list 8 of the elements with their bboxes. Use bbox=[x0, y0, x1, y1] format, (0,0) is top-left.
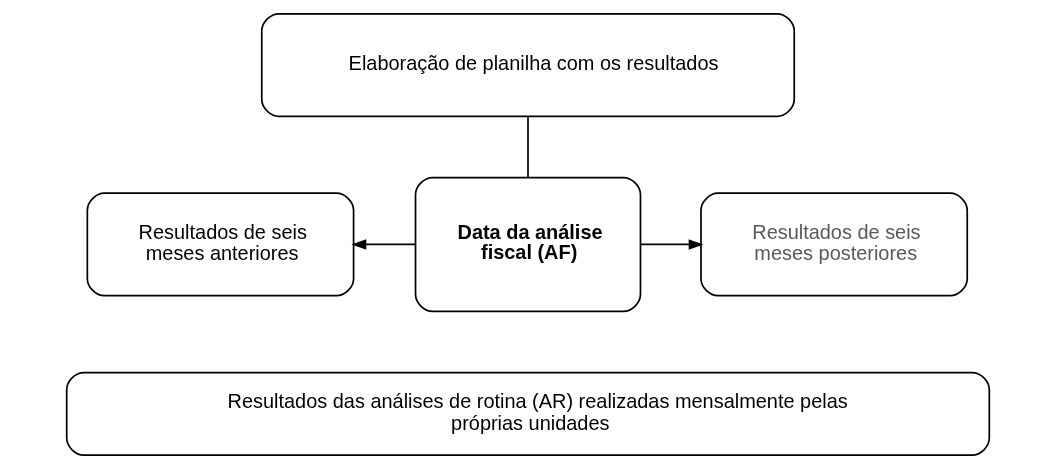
node-box: Resultados de seis meses posteriores bbox=[700, 192, 969, 297]
connector bbox=[527, 115, 529, 178]
node-box: Elaboração de planilha com os resultados bbox=[260, 12, 796, 118]
node-box: Data da análise fiscal (AF) bbox=[414, 176, 642, 313]
node-box: Resultados de seis meses anteriores bbox=[86, 192, 355, 297]
node-box: Resultados das análises de rotina (AR) realizadas mensalmente pelas próprias unidades bbox=[65, 371, 991, 457]
arrow bbox=[639, 239, 704, 250]
arrow bbox=[351, 239, 417, 250]
